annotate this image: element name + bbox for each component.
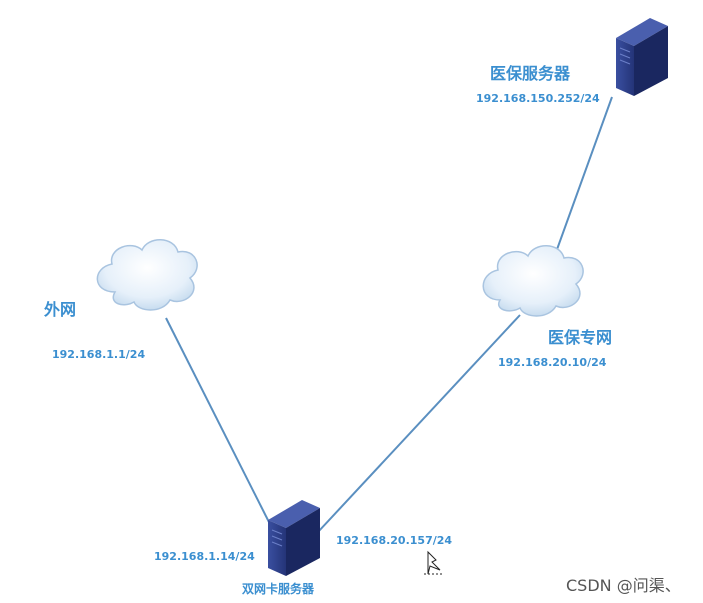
internet-cloud-icon <box>96 239 198 311</box>
cursor-icon <box>424 550 444 575</box>
internet-ip: 192.168.1.1/24 <box>52 348 146 361</box>
link-internet-to-dual-nic-server <box>165 317 279 541</box>
link-medical-network-to-medical-server <box>554 96 613 256</box>
dual-nic-server-icon <box>268 500 320 576</box>
medical-server-icon <box>616 18 668 96</box>
medical-network-ip: 192.168.20.10/24 <box>498 356 607 369</box>
dual-nic-server-name: 双网卡服务器 <box>242 582 315 596</box>
dual-nic-server-right-ip: 192.168.20.157/24 <box>336 534 453 547</box>
watermark: CSDN @问渠、 <box>566 576 681 595</box>
medical-server-name: 医保服务器 <box>490 64 571 83</box>
medical-network-name: 医保专网 <box>548 328 613 347</box>
medical-network-cloud-icon <box>482 245 584 317</box>
dual-nic-server-left-ip: 192.168.1.14/24 <box>154 550 255 563</box>
link-dual-nic-server-to-medical-network <box>317 314 521 533</box>
internet-name: 外网 <box>44 300 77 319</box>
medical-server-ip: 192.168.150.252/24 <box>476 92 600 105</box>
